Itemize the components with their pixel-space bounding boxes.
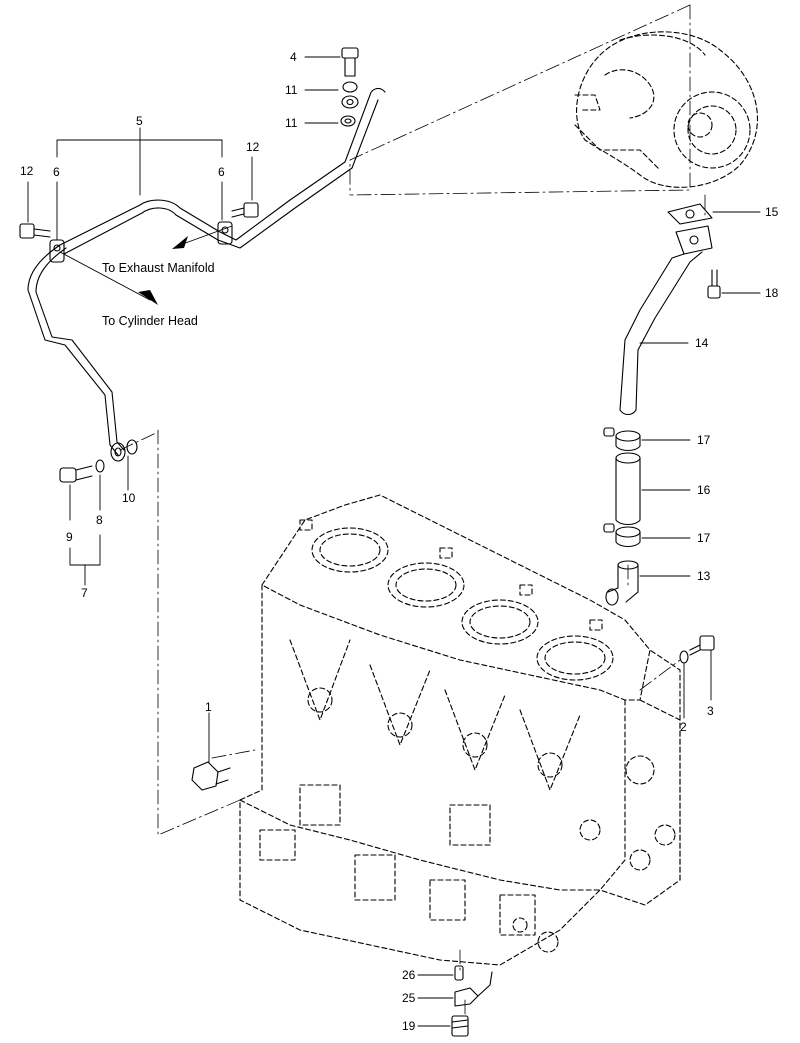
alignment-lines bbox=[119, 4, 706, 1016]
callout-11-upper: 11 bbox=[285, 83, 298, 97]
return-line-bolt bbox=[707, 269, 721, 299]
banjo-fitting-upper bbox=[340, 81, 359, 127]
arrow-heads bbox=[138, 236, 188, 305]
callout-6-left: 6 bbox=[53, 165, 60, 179]
callout-16: 16 bbox=[697, 483, 711, 497]
cylinder-block bbox=[239, 494, 681, 966]
callout-4: 4 bbox=[290, 50, 297, 64]
callout-25: 25 bbox=[402, 991, 416, 1005]
callout-7: 7 bbox=[81, 586, 88, 600]
return-hose bbox=[615, 452, 641, 526]
clamp-bolt-left bbox=[19, 223, 51, 239]
leader-lines bbox=[27, 56, 761, 1027]
return-elbow bbox=[605, 560, 639, 606]
callout-9: 9 bbox=[66, 530, 73, 544]
callout-8: 8 bbox=[96, 513, 103, 527]
piston-cooling-jet-parts bbox=[451, 965, 493, 1037]
callout-13: 13 bbox=[697, 569, 711, 583]
callout-12-right: 12 bbox=[246, 140, 260, 154]
note-to-exhaust-manifold: To Exhaust Manifold bbox=[102, 261, 215, 275]
hose-clamp-upper bbox=[603, 427, 641, 452]
banjo-bolt-top bbox=[341, 47, 359, 77]
callout-17-upper: 17 bbox=[697, 433, 711, 447]
clamp-bolt-right bbox=[231, 202, 259, 218]
banjo-fitting-lower bbox=[110, 439, 138, 462]
callout-15: 15 bbox=[765, 205, 779, 219]
callout-26: 26 bbox=[402, 968, 416, 982]
hose-clamp-lower bbox=[603, 523, 641, 548]
oil-pipe-assembly bbox=[27, 87, 386, 456]
callout-3: 3 bbox=[707, 704, 714, 718]
note-to-cylinder-head: To Cylinder Head bbox=[102, 314, 198, 328]
callout-1: 1 bbox=[205, 700, 212, 714]
oil-return-line bbox=[619, 203, 713, 416]
callout-5: 5 bbox=[136, 114, 143, 128]
callout-17-lower: 17 bbox=[697, 531, 711, 545]
callout-10: 10 bbox=[122, 491, 136, 505]
callout-18: 18 bbox=[765, 286, 779, 300]
callout-2: 2 bbox=[680, 720, 687, 734]
callout-19: 19 bbox=[402, 1019, 416, 1033]
banjo-bolt-lower bbox=[59, 459, 105, 483]
callout-11-lower: 11 bbox=[285, 116, 298, 130]
callout-6-right: 6 bbox=[218, 165, 225, 179]
turbocharger bbox=[574, 31, 758, 188]
oil-pressure-sender bbox=[191, 761, 231, 791]
callout-12-left: 12 bbox=[20, 164, 34, 178]
drain-plug-right bbox=[679, 635, 715, 664]
callout-14: 14 bbox=[695, 336, 709, 350]
